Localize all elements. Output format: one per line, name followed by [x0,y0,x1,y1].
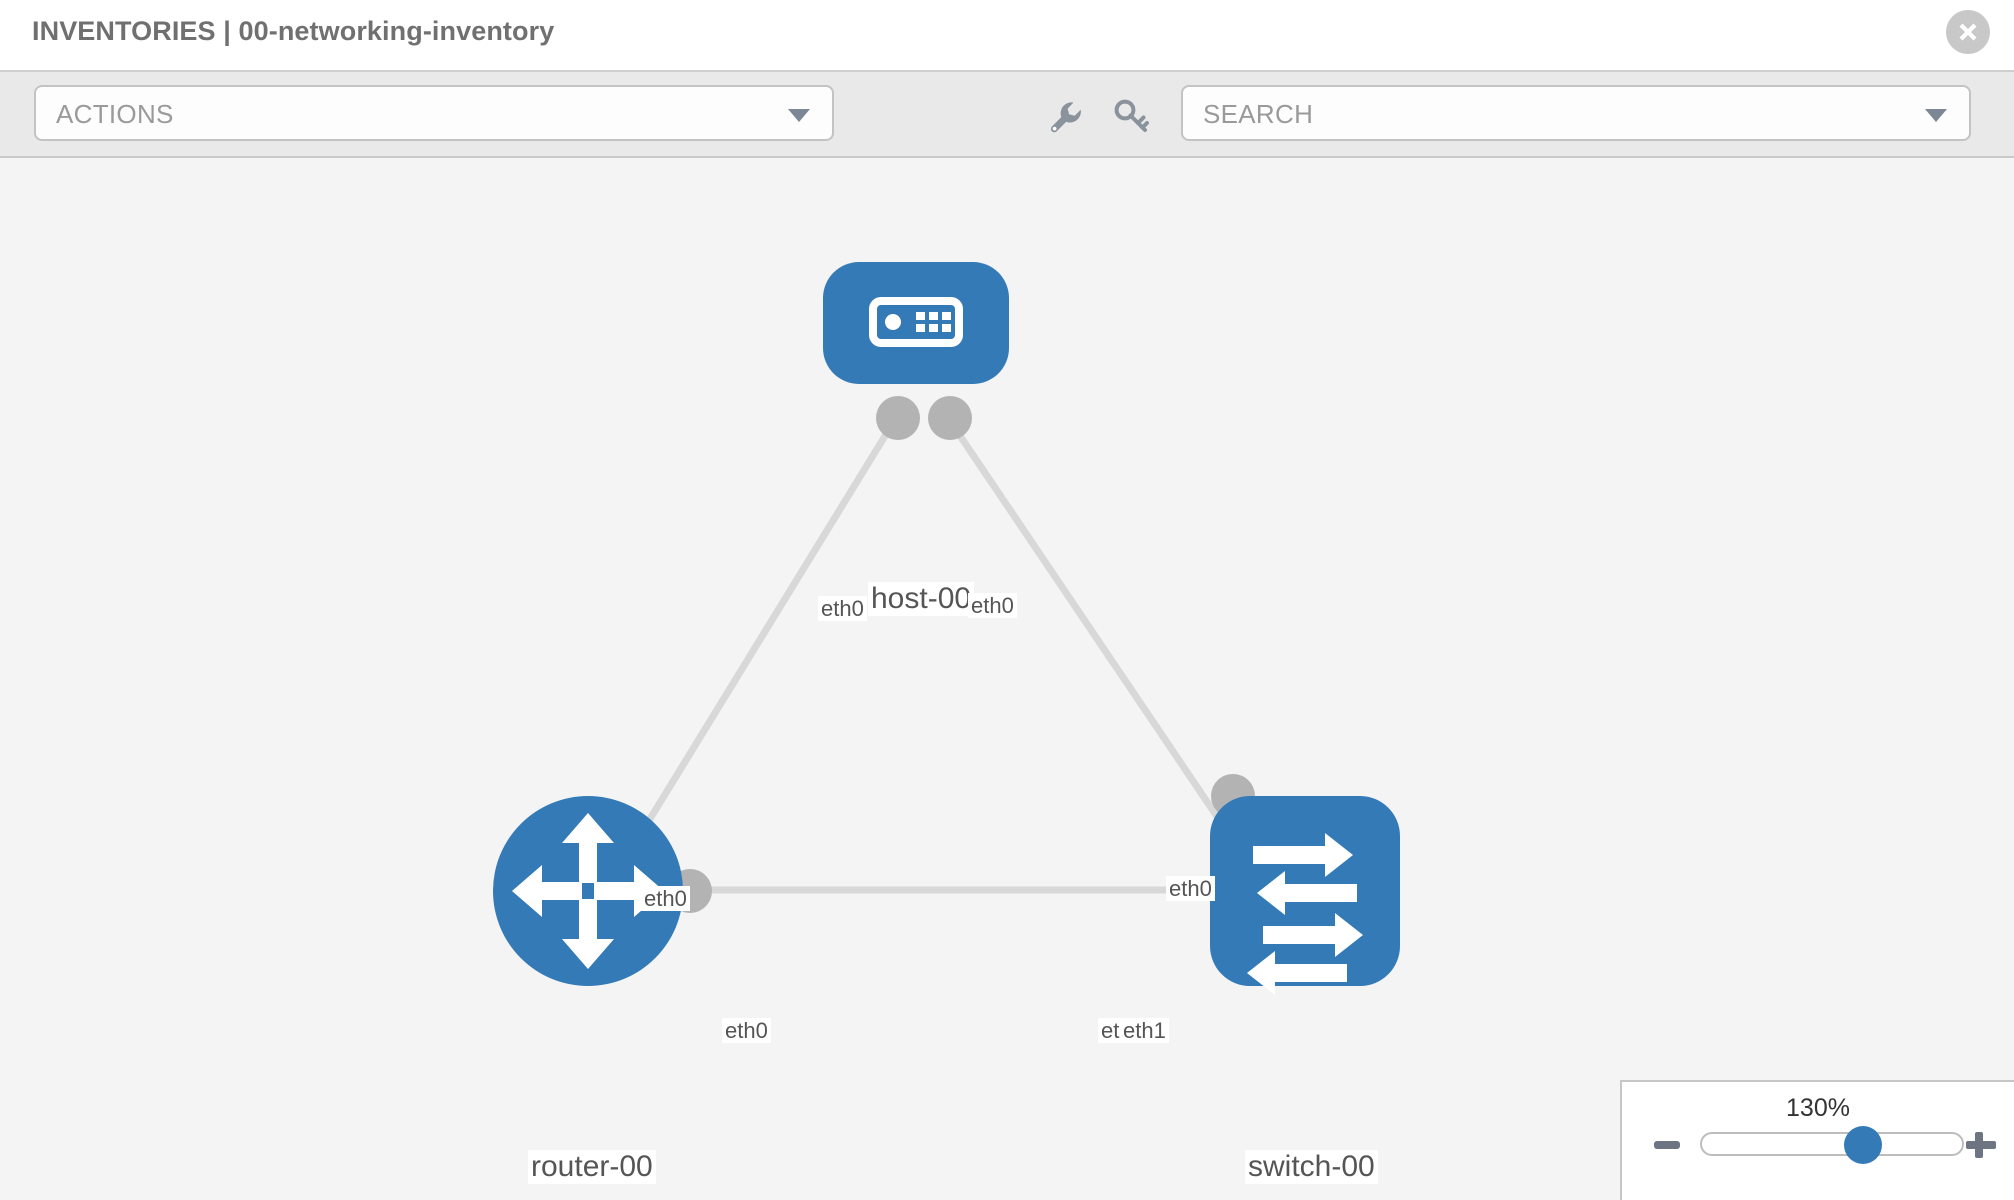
page-header: INVENTORIES | 00-networking-inventory [0,0,2014,70]
zoom-in-button[interactable] [1964,1128,1998,1162]
close-icon[interactable] [1946,10,1990,54]
actions-dropdown-label: ACTIONS [56,99,174,129]
plus-icon-vertical [1975,1132,1983,1158]
node-label-router-00: router-00 [528,1150,656,1184]
edge-label: eth0 [1166,876,1215,902]
minus-icon [1654,1141,1680,1149]
zoom-percent-label: 130% [1786,1094,1850,1122]
edge-label: eth0 [818,596,867,622]
key-glyph [1114,99,1149,132]
edge-label: eth0 [722,1018,771,1044]
edge-label: eth0 [968,593,1017,619]
zoom-control-panel: 130% [1620,1080,2014,1200]
chevron-down-icon[interactable] [1925,109,1947,122]
node-router-00[interactable] [493,796,683,986]
edge-label: eth1 [1120,1018,1169,1044]
close-glyph [1959,23,1977,41]
topology-canvas[interactable]: eth0 host-00 eth0 eth0 eth0 eth0 eth eth… [0,158,2014,1200]
wrench-glyph [1050,102,1081,133]
page-title: INVENTORIES | 00-networking-inventory [32,16,555,46]
zoom-slider-thumb[interactable] [1844,1126,1883,1164]
link-host-router[interactable] [623,416,899,860]
wrench-icon[interactable] [1042,94,1086,138]
zoom-slider[interactable] [1700,1126,1964,1164]
toolbar: ACTIONS SEARCH [0,70,2014,158]
search-placeholder: SEARCH [1203,99,1314,129]
key-icon[interactable] [1109,94,1153,138]
zoom-out-button[interactable] [1650,1128,1684,1162]
node-label-host-00: host-00 [868,582,975,616]
edge-label: eth0 [641,886,690,912]
chevron-down-icon [788,109,810,122]
link-host-switch[interactable] [945,416,1248,860]
search-input[interactable]: SEARCH [1181,85,1971,141]
node-host-00[interactable] [823,262,1009,384]
port-host-left[interactable] [876,396,920,440]
port-host-right[interactable] [928,396,972,440]
topology-graph [493,262,1400,995]
node-switch-00[interactable] [1210,796,1400,995]
node-label-switch-00: switch-00 [1245,1150,1378,1184]
actions-dropdown[interactable]: ACTIONS [34,85,834,141]
